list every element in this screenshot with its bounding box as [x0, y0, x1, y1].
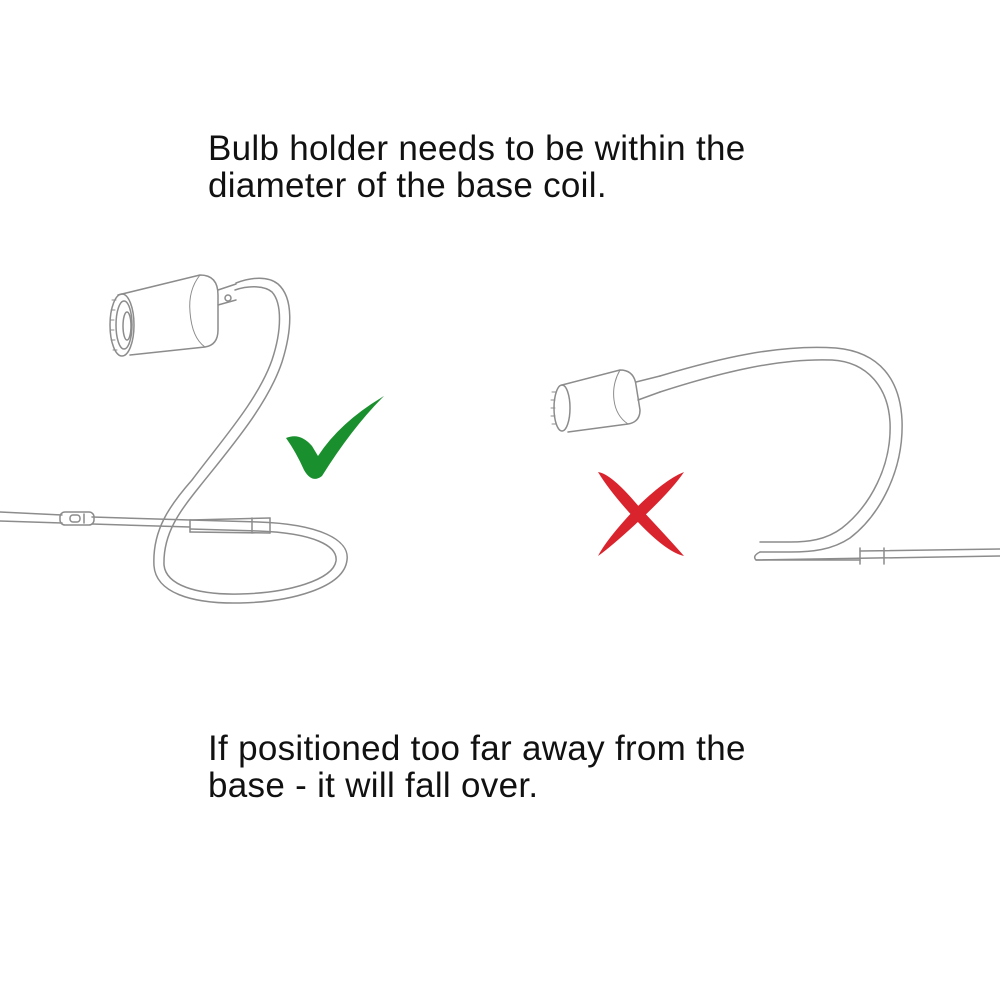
power-cable-right [755, 547, 1000, 565]
instruction-top-line-1: Bulb holder needs to be within the [208, 129, 746, 168]
bulb-holder-incorrect [550, 369, 661, 433]
correct-lamp-illustration [0, 274, 348, 604]
cross-mark-icon [598, 472, 684, 556]
instruction-bottom-line-1: If positioned too far away from the [208, 729, 746, 768]
power-cable-left [0, 511, 191, 528]
instruction-top-line-2: diameter of the base coil. [208, 166, 607, 205]
instruction-caption-bottom: If positioned too far away from the base… [208, 730, 746, 804]
gooseneck-arm [659, 346, 903, 553]
check-mark-icon [286, 396, 384, 479]
instruction-bottom-line-2: base - it will fall over. [208, 766, 539, 805]
cable-sleeve-left [189, 517, 271, 534]
instruction-caption-top: Bulb holder needs to be within the diame… [208, 130, 746, 204]
incorrect-lamp-illustration [550, 346, 1000, 565]
base-coil [153, 286, 348, 604]
bulb-holder-correct [109, 274, 237, 357]
